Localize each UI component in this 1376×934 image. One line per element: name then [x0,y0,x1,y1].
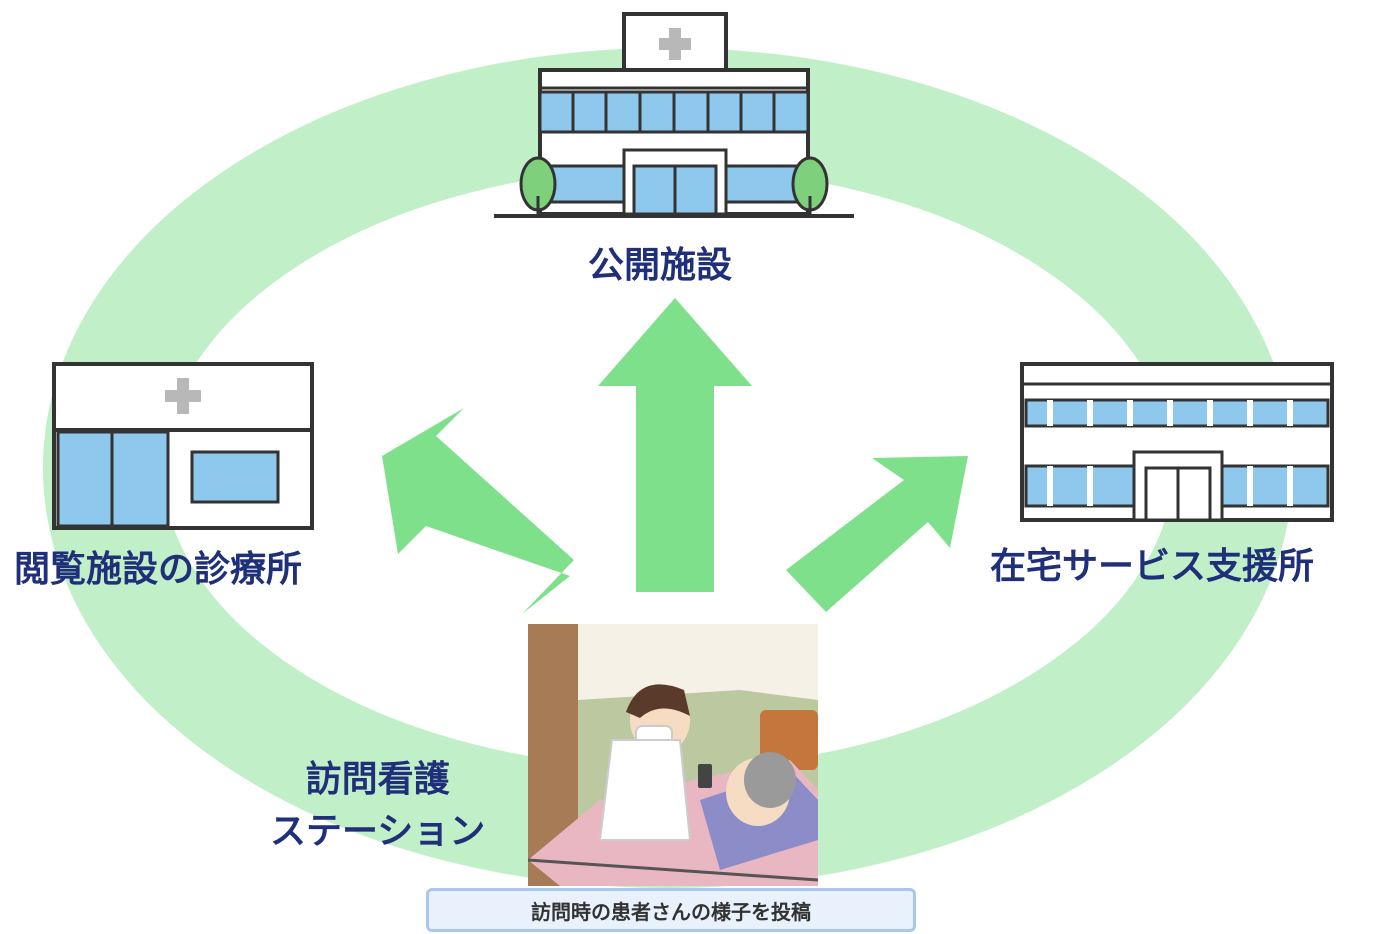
arrow-up [598,298,752,592]
nursing-station-label: 訪問看護 ステーション [270,754,485,858]
public-facility-label: 公開施設 [588,245,733,286]
arrow-up-right [786,456,968,612]
clinic-icon [52,362,314,530]
arrow-up-left [382,408,574,614]
clinic-label: 閲覧施設の診療所 [14,549,303,590]
office-building-icon [1020,362,1334,522]
home-support-label: 在宅サービス支援所 [990,546,1315,587]
nursing-station-line1: 訪問看護 [305,759,450,800]
hospital-icon [494,12,854,218]
nurse-visit-illustration [527,624,819,886]
nursing-station-line2: ステーション [270,811,486,852]
post-caption-button[interactable]: 訪問時の患者さんの様子を投稿 [426,888,916,932]
